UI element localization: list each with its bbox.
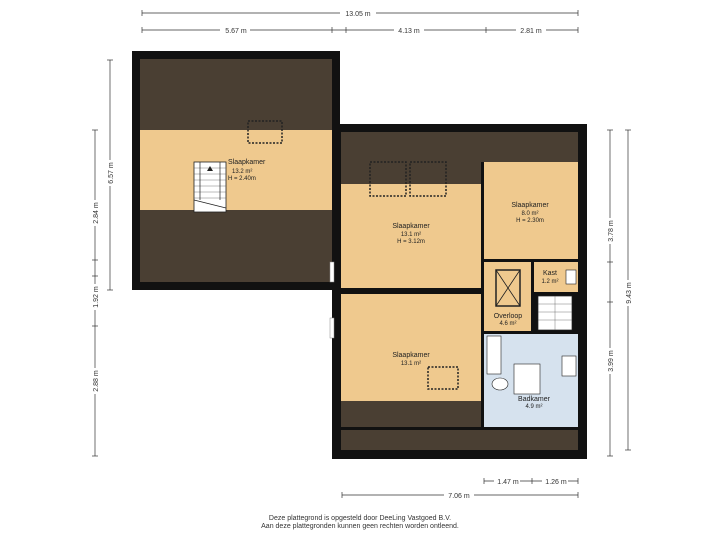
room-height-slaapkamer-mid: H = 3.12m <box>397 239 425 245</box>
dim-left-h2-label: 1.92 m <box>93 286 100 308</box>
dim-mid-width-label: 4.13 m <box>398 28 420 35</box>
room-name-overloop: Overloop <box>494 313 523 320</box>
room-name-slaapkamer-bottom: Slaapkamer <box>392 352 430 359</box>
dimension-right-total: 9.43 m <box>622 129 634 451</box>
dimension-left-height: 6.57 m <box>104 59 116 291</box>
room-height-slaapkamer-right: H = 2.30m <box>516 218 544 224</box>
room-name-badkamer: Badkamer <box>518 396 551 403</box>
stairs-icon <box>193 161 227 213</box>
room-name-slaapkamer-right: Slaapkamer <box>511 202 549 209</box>
dim-left-width-label: 5.67 m <box>225 28 247 35</box>
dimension-bottom-total: 7.06 m <box>341 490 579 500</box>
bathtub-icon <box>486 335 502 375</box>
dim-left-height-label: 6.57 m <box>108 162 115 184</box>
toilet-icon <box>491 377 509 391</box>
dimension-left-segments: 2.84 m 1.92 m 2.88 m <box>89 129 101 457</box>
dim-bottom-a-label: 1.47 m <box>497 479 519 486</box>
room-name-slaapkamer-mid: Slaapkamer <box>392 223 430 230</box>
window-left-2 <box>329 317 335 339</box>
room-area-slaapkamer-right: 8.0 m² <box>521 211 538 217</box>
skylight-mid-2 <box>409 161 447 197</box>
dimension-top-segments: 5.67 m 4.13 m 2.81 m <box>141 25 579 35</box>
dim-right-h2-label: 3.99 m <box>608 350 615 372</box>
dim-right-h1-label: 3.78 m <box>608 220 615 242</box>
room-area-kast: 1.2 m² <box>541 279 558 285</box>
shower-icon <box>513 363 541 395</box>
room-area-slaapkamer-left: 13.2 m² <box>232 169 252 175</box>
skylight-bottom <box>427 366 459 390</box>
room-name-kast: Kast <box>543 270 557 277</box>
dim-bottom-b-label: 1.26 m <box>545 479 567 486</box>
room-area-slaapkamer-bottom: 13.1 m² <box>401 361 421 367</box>
kast-sink-icon <box>565 269 577 285</box>
dim-right-width-label: 2.81 m <box>520 28 542 35</box>
dim-right-total-label: 9.43 m <box>626 282 633 304</box>
dimension-right-segments: 3.78 m 3.99 m <box>604 129 616 457</box>
footer-line-1: Deze plattegrond is opgesteld door DeeLi… <box>268 515 452 522</box>
footer-line-2: Aan deze plattegronden kunnen geen recht… <box>261 523 459 530</box>
dimension-total-width: 13.05 m <box>141 8 579 18</box>
skylight-mid-1 <box>369 161 407 197</box>
hatch-icon <box>495 269 521 307</box>
room-height-slaapkamer-left: H = 2.40m <box>228 176 256 182</box>
dim-left-h3-label: 2.88 m <box>93 370 100 392</box>
left-wing: Slaapkamer 13.2 m² H = 2.40m <box>132 51 340 290</box>
window-left-1 <box>329 261 335 283</box>
sink-icon <box>561 355 577 377</box>
right-wing: Slaapkamer 13.1 m² H = 3.12m Slaapkamer … <box>329 124 587 459</box>
room-area-slaapkamer-mid: 13.1 m² <box>401 232 421 238</box>
dimension-bottom-segments: 1.47 m 1.26 m <box>483 476 579 486</box>
room-name-slaapkamer-left: Slaapkamer <box>228 159 266 166</box>
room-area-overloop: 4.6 m² <box>499 321 516 327</box>
dim-left-h1-label: 2.84 m <box>93 202 100 224</box>
dim-bottom-total-label: 7.06 m <box>448 493 470 500</box>
room-area-badkamer: 4.9 m² <box>525 404 542 410</box>
dim-total-width-label: 13.05 m <box>345 11 370 18</box>
